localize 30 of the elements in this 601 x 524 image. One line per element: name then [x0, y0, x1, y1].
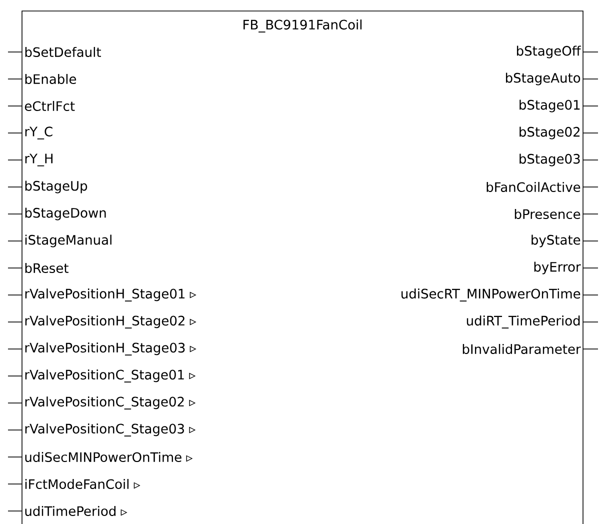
input-pin-label: rValvePositionH_Stage02 ▹: [25, 316, 196, 328]
input-pin-label: rValvePositionC_Stage02 ▹: [25, 396, 196, 410]
output-pin-label: udiRT_TimePeriod: [466, 316, 580, 328]
input-pin-label: bStageUp: [25, 180, 88, 194]
input-pin-label: udiTimePeriod ▹: [25, 506, 128, 516]
input-pin-label: bStageDown: [25, 208, 106, 220]
input-pin-label: iStageManual: [25, 234, 112, 248]
output-pin-label: bStage03: [520, 154, 580, 166]
output-pin-label: bStage02: [520, 126, 580, 140]
output-pin-label: bFanCoilActive: [486, 182, 580, 192]
input-pin-label: rValvePositionC_Stage01 ▹: [25, 370, 196, 382]
output-pin-label: byError: [534, 262, 581, 274]
input-pin-label: bEnable: [25, 74, 76, 84]
input-pin-label: rValvePositionC_Stage03 ▹: [25, 424, 196, 436]
input-pin-label: rY_H: [25, 154, 52, 166]
input-pin-label: iFctModeFanCoil ▹: [25, 478, 140, 490]
input-pin-label: rY_C: [25, 126, 52, 140]
input-pin-label: udiSecMINPowerOnTime ▹: [25, 452, 193, 462]
output-pin-label: bStageOff: [516, 46, 582, 58]
output-pin-label: bStage01: [520, 100, 580, 112]
output-pin-label: bInvalidParameter: [462, 344, 581, 354]
output-pin-label: bPresence: [514, 208, 580, 220]
input-pin-label: rValvePositionH_Stage01 ▹: [25, 288, 196, 302]
input-pin-label: rValvePositionH_Stage03 ▹: [25, 342, 196, 356]
input-pin-label: bReset: [25, 262, 68, 274]
input-pin-label: bSetDefault: [25, 46, 101, 58]
output-pin-label: udiSecRT_MINPowerOnTime: [402, 288, 580, 302]
output-pin-label: byState: [532, 234, 580, 248]
input-pin-label: eCtrlFct: [24, 100, 75, 112]
output-pin-label: bStageAuto: [506, 72, 580, 86]
